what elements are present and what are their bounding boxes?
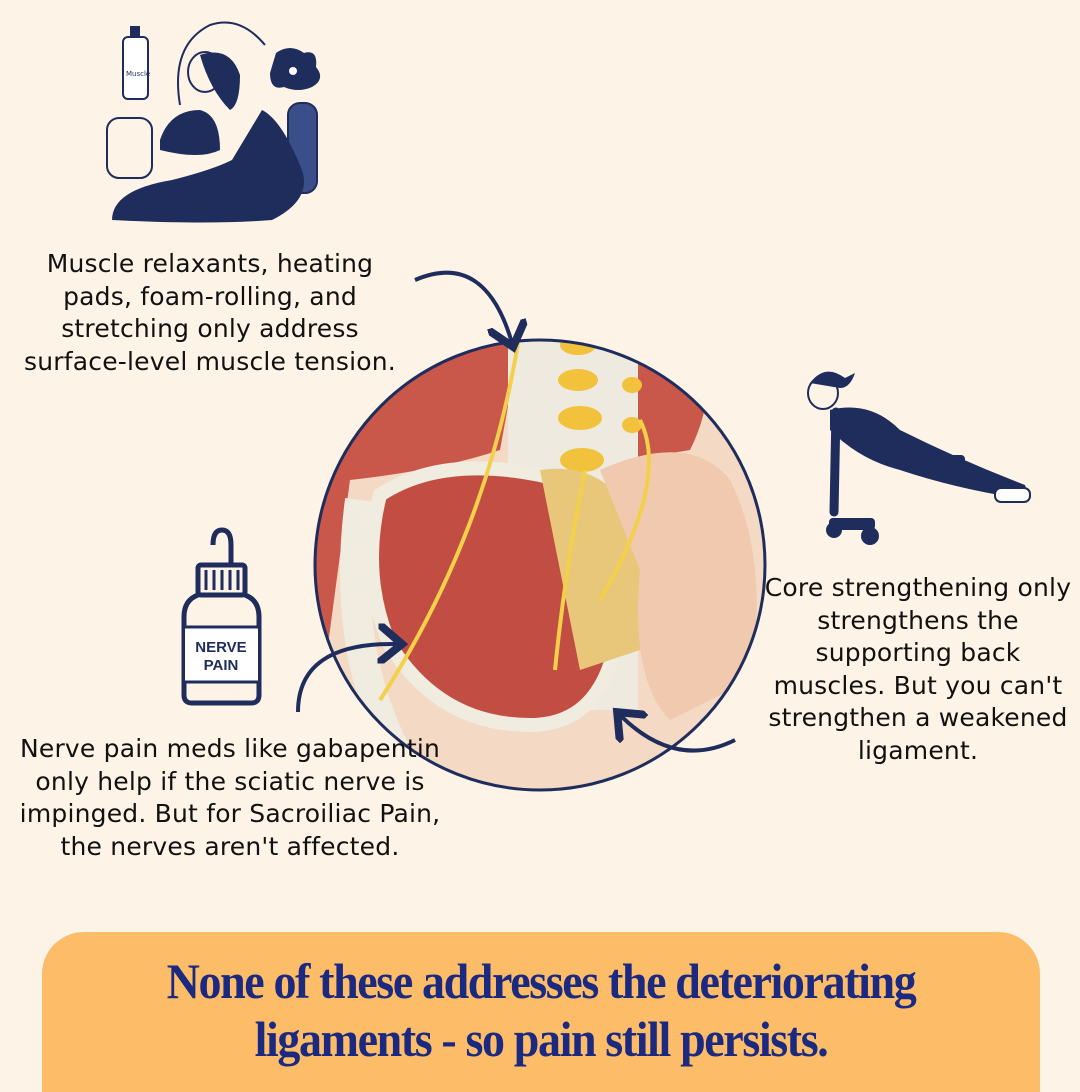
core-strengthening-callout: Core strengthening only strengthens the … bbox=[764, 573, 1072, 765]
hot-water-bottle-icon bbox=[106, 117, 153, 179]
small-bottle-label: Muscle bbox=[126, 70, 150, 78]
arrow-nerve-callout bbox=[296, 644, 398, 713]
muscle-rub-bottle-icon bbox=[122, 36, 149, 100]
anatomy-circle-border bbox=[313, 338, 767, 792]
muscle-treatment-callout: Muscle relaxants, heating pads, foam-rol… bbox=[24, 249, 396, 376]
banner-line-2: ligaments - so pain still persists. bbox=[254, 1011, 829, 1067]
nerve-pain-bottle-icon bbox=[181, 527, 262, 706]
bottle-label-line2: PAIN bbox=[204, 657, 239, 674]
arrow-muscle-callout bbox=[414, 270, 512, 343]
stretching-woman-illustration: Muscle bbox=[106, 21, 321, 223]
banner-line-1: None of these addresses the deterioratin… bbox=[166, 953, 917, 1009]
plank-exercise-woman-illustration bbox=[807, 371, 1031, 545]
sacroiliac-anatomy-illustration bbox=[315, 340, 765, 790]
arrow-core-callout bbox=[620, 715, 736, 753]
conclusion-banner: None of these addresses the deterioratin… bbox=[42, 932, 1040, 1092]
bottle-label-line1: NERVE bbox=[195, 639, 246, 656]
nerve-meds-callout: Nerve pain meds like gabapentin only hel… bbox=[19, 734, 441, 861]
